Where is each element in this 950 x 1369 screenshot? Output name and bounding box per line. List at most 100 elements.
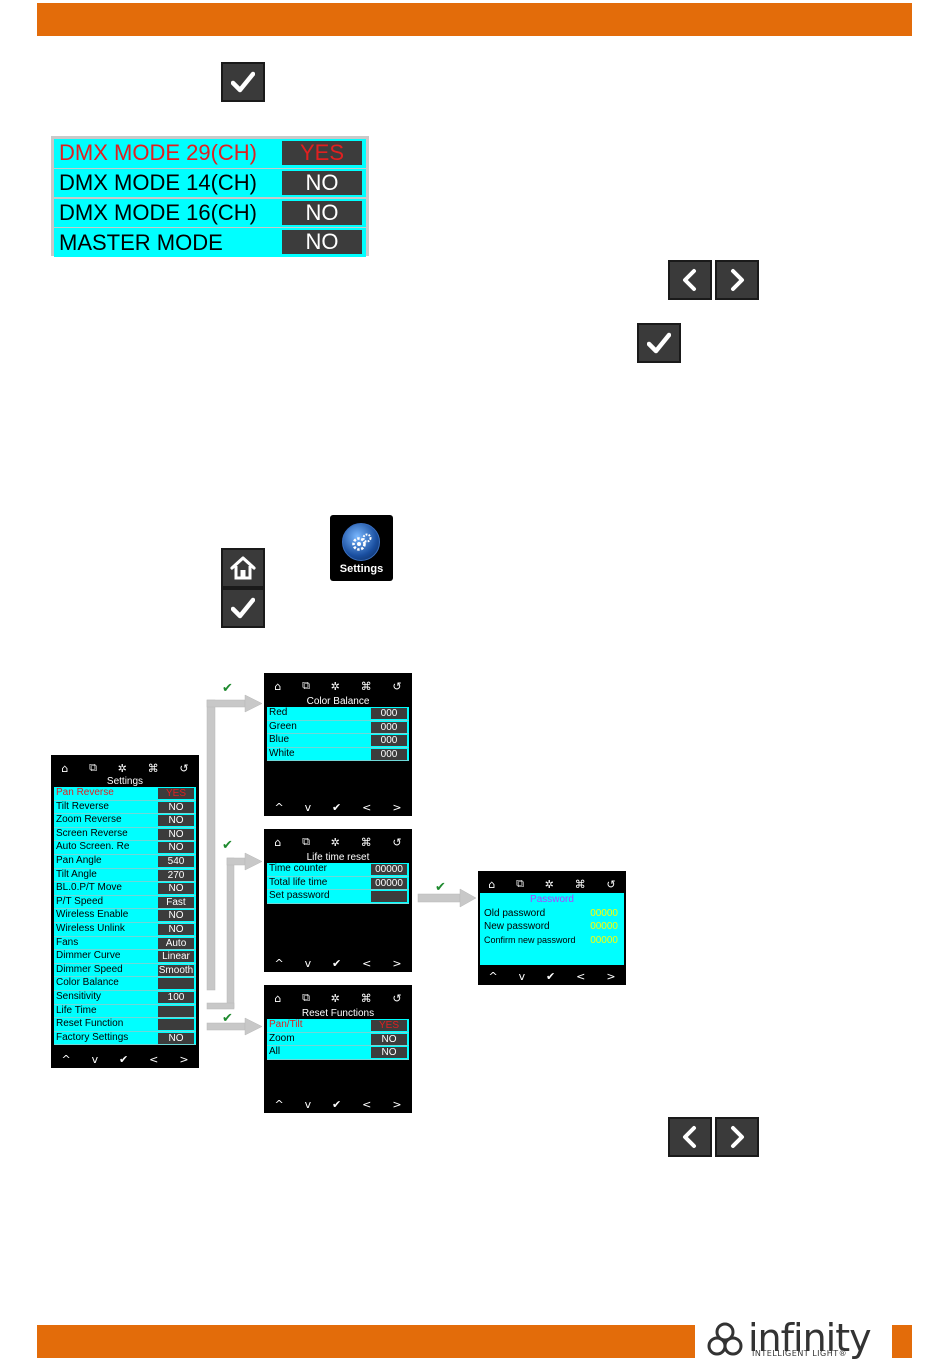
asterisk-icon: ✲: [544, 877, 554, 891]
menu-row: Reset Function: [54, 1018, 196, 1032]
screen-title: Reset Functions: [301, 1008, 375, 1019]
up-icon: ^: [488, 969, 498, 983]
checkmark-icon: [231, 71, 255, 93]
screen-top-nav: ⌂⧉✲⌘↺: [478, 877, 626, 891]
menu-row: Set password: [267, 890, 409, 904]
menu-row-label: Pan Reverse: [56, 787, 114, 798]
chevron-right-icon: [731, 269, 744, 291]
checkmark-icon: ✔: [119, 1052, 129, 1066]
menu-row: Tilt Reverse NO: [54, 801, 196, 815]
menu-row-label: Wireless Unlink: [56, 922, 125, 934]
dmx-mode-value: YES: [282, 140, 362, 165]
right-key: [715, 1117, 759, 1157]
menu-row-value: 00000: [371, 877, 407, 889]
screen-bottom-nav: ^v✔<>: [51, 1052, 199, 1066]
settings-menu-icon: Settings: [330, 515, 393, 581]
menu-row-value: NO: [158, 801, 194, 813]
menu-row-value: 000: [371, 735, 407, 747]
password-row-value: 00000: [590, 907, 618, 919]
menu-row: Wireless Unlink NO: [54, 923, 196, 937]
menu-row-label: Reset Function: [56, 1018, 124, 1030]
up-icon: ^: [274, 956, 284, 970]
back-icon: ↺: [392, 991, 402, 1005]
chevron-left-icon: <: [362, 1097, 372, 1111]
menu-row-value: Auto: [158, 937, 194, 949]
menu-row-label: Tilt Reverse: [56, 800, 109, 812]
menu-row: Factory Settings NO: [54, 1032, 196, 1046]
checkmark-icon: ✔: [332, 956, 342, 970]
down-icon: v: [518, 969, 526, 983]
home-icon: ⌂: [274, 991, 282, 1005]
network-icon: ⌘: [574, 877, 586, 891]
menu-row: P/T Speed Fast: [54, 896, 196, 910]
up-icon: ^: [274, 1097, 284, 1111]
screen-bottom-nav: ^v✔<>: [478, 969, 626, 983]
chevron-left-icon: <: [362, 956, 372, 970]
chevron-left-icon: <: [149, 1052, 159, 1066]
screen-bottom-nav: ^v✔<>: [264, 956, 412, 970]
menu-row-label: Total life time: [269, 876, 328, 888]
checkmark-icon: ✔: [332, 800, 342, 814]
menu-row-value: NO: [158, 923, 194, 935]
password-row-value: 00000: [590, 934, 618, 946]
dmx-mode-label: DMX MODE 29(CH): [59, 140, 258, 166]
dmx-mode-row: DMX MODE 16(CH)NO: [54, 198, 366, 228]
chevron-left-icon: <: [362, 800, 372, 814]
back-icon: ↺: [392, 835, 402, 849]
menu-row-label: Zoom: [269, 1032, 295, 1044]
chevron-right-icon: [731, 1126, 744, 1148]
layers-icon: ⧉: [302, 679, 310, 692]
menu-row-label: Factory Settings: [56, 1031, 129, 1043]
menu-row-value: NO: [158, 1032, 194, 1044]
asterisk-icon: ✲: [117, 761, 127, 775]
dmx-mode-value: NO: [282, 200, 362, 225]
menu-row-value: Fast: [158, 896, 194, 908]
menu-row-label: Dimmer Speed: [56, 963, 123, 975]
checkmark-icon: [647, 332, 671, 354]
menu-row-value: NO: [158, 842, 194, 854]
green-check-icon: ✔: [435, 880, 446, 895]
menu-row-label: Zoom Reverse: [56, 814, 122, 826]
chevron-right-icon: >: [392, 1097, 402, 1111]
menu-row-value: 00000: [371, 864, 407, 875]
menu-row-value: Linear: [158, 951, 194, 963]
home-icon: ⌂: [61, 761, 69, 775]
back-icon: ↺: [179, 761, 189, 775]
checkmark-icon: ✔: [546, 969, 556, 983]
menu-row-label: P/T Speed: [56, 895, 104, 907]
menu-row-value: 000: [371, 708, 407, 719]
dmx-mode-value: NO: [282, 229, 362, 255]
menu-row-label: Fans: [56, 936, 79, 948]
menu-row-label: Pan/Tilt: [269, 1019, 303, 1030]
enter-key: [637, 323, 681, 363]
screen-top-nav: ⌂⧉✲⌘↺: [51, 761, 199, 775]
brand-name: infinity: [748, 1316, 872, 1360]
menu-row-label: Time counter: [269, 863, 327, 874]
menu-row-value: [158, 1019, 194, 1031]
menu-row-value: NO: [158, 883, 194, 895]
green-check-icon: ✔: [222, 1011, 233, 1026]
menu-row-value: 000: [371, 721, 407, 733]
up-icon: ^: [61, 1052, 71, 1066]
checkmark-icon: ✔: [332, 1097, 342, 1111]
down-icon: v: [304, 956, 312, 970]
screen-top-nav: ⌂⧉✲⌘↺: [264, 991, 412, 1005]
dmx-mode-value: NO: [282, 170, 362, 195]
menu-row-label: Pan Angle: [56, 854, 102, 866]
